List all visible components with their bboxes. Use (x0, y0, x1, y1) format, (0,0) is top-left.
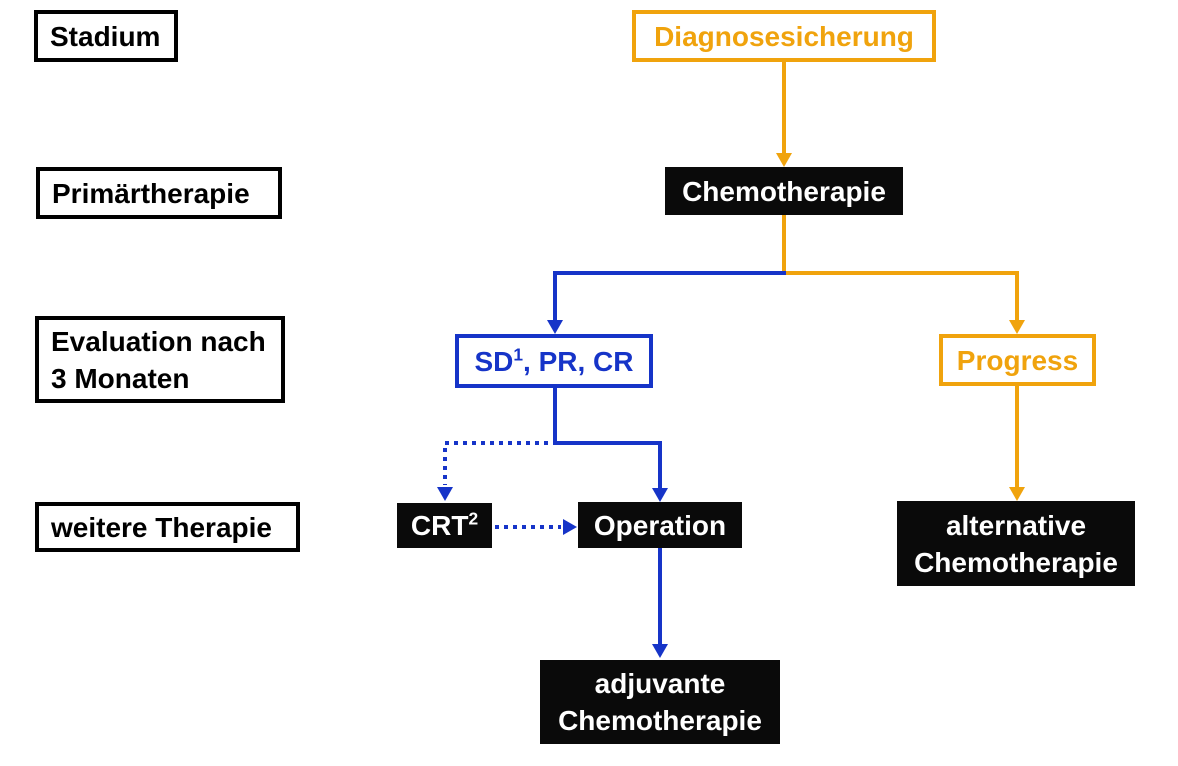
node-progress-text: Progress (956, 344, 1079, 376)
row-label-evaluation: Evaluation nach 3 Monaten (35, 316, 285, 403)
node-diagnosesicherung-text: Diagnosesicherung (654, 20, 914, 52)
node-adjuvante-chemotherapie: adjuvante Chemotherapie (540, 660, 780, 744)
arrowhead-diagnosis-to-chemo (776, 153, 792, 167)
row-label-primaertherapie: Primärtherapie (36, 167, 282, 219)
arrowhead-operation-to-adjuvant (652, 644, 668, 658)
arrowhead-crt-to-operation (563, 519, 577, 535)
arrowhead-sd-to-operation (652, 488, 668, 502)
node-adjuvante-chemotherapie-text: adjuvante Chemotherapie (558, 668, 762, 736)
row-label-stadium-text: Stadium (50, 20, 161, 52)
node-operation: Operation (578, 502, 742, 548)
arrowhead-chemo-to-sd (547, 320, 563, 334)
node-sd-pr-cr-text: SD1, PR, CR (474, 344, 634, 377)
footnote-2-marker: 2 (468, 508, 479, 529)
row-label-weitere-therapie-text: weitere Therapie (51, 511, 272, 543)
node-sd-pr-cr: SD1, PR, CR (455, 334, 653, 388)
node-alternative-chemotherapie: alternative Chemotherapie (897, 501, 1135, 586)
arrowhead-sd-to-crt (437, 487, 453, 501)
row-label-stadium: Stadium (34, 10, 178, 62)
connector-sd-to-crt-dotted (443, 441, 557, 485)
connector-sd-to-operation (553, 388, 662, 489)
node-operation-text: Operation (593, 509, 727, 541)
node-progress: Progress (939, 334, 1096, 386)
row-label-primaertherapie-text: Primärtherapie (52, 177, 250, 209)
node-crt-text: CRT2 (410, 508, 479, 541)
arrowhead-chemo-to-progress (1009, 320, 1025, 334)
row-label-evaluation-text: Evaluation nach 3 Monaten (51, 325, 266, 394)
node-diagnosesicherung: Diagnosesicherung (632, 10, 936, 62)
connector-chemo-to-sd (553, 271, 786, 321)
node-chemotherapie: Chemotherapie (665, 167, 903, 215)
node-crt: CRT2 (397, 503, 492, 548)
node-chemotherapie-text: Chemotherapie (682, 175, 886, 207)
arrowhead-progress-to-alternative (1009, 487, 1025, 501)
row-label-weitere-therapie: weitere Therapie (35, 502, 300, 552)
connector-chemo-to-progress (782, 215, 1019, 322)
node-alternative-chemotherapie-text: alternative Chemotherapie (914, 509, 1118, 578)
footnote-1-marker: 1 (513, 344, 524, 365)
